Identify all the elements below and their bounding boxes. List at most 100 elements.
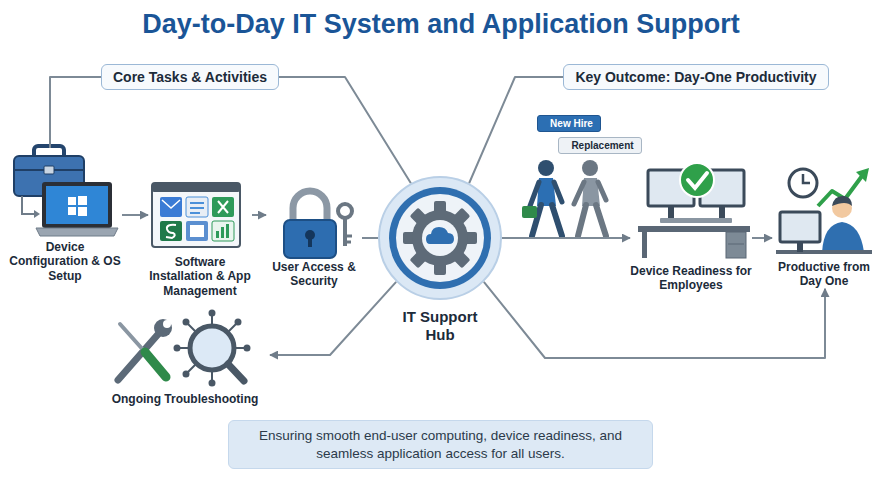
productive-worker-icon-part <box>797 242 803 252</box>
connector-line <box>50 77 101 148</box>
workstation-icon-part <box>680 163 714 197</box>
lock-icon-part <box>345 241 351 244</box>
connector-line <box>502 237 630 239</box>
connector-line <box>122 214 148 216</box>
role-tag: Replacement <box>558 137 641 154</box>
laptop-icon-part <box>68 207 76 215</box>
laptop-icon-part <box>68 197 76 205</box>
workstation-icon-part <box>642 232 647 258</box>
workstation-icon-part <box>638 226 750 232</box>
connector-line <box>252 214 266 216</box>
employee-figures-part <box>582 160 598 176</box>
app-window-icon-part <box>166 225 176 238</box>
app-window-icon-part <box>160 197 182 217</box>
employee-figures-part <box>538 160 554 176</box>
app-window-icon-part <box>226 224 229 238</box>
app-window-icon-part <box>212 197 234 217</box>
laptop-icon-part <box>42 182 112 228</box>
node-label: Software Installation & App Management <box>148 255 252 298</box>
app-window-icon <box>152 183 240 247</box>
toolbox-icon-part <box>44 166 54 174</box>
hub-circle: IT Support Hub <box>378 176 502 300</box>
troubleshooting-icon-part <box>145 352 166 377</box>
connector-line <box>752 237 772 239</box>
troubleshooting-icon-part <box>175 311 250 386</box>
lock-icon <box>284 191 352 258</box>
app-window-icon-part <box>160 221 182 241</box>
connector-line <box>484 282 825 358</box>
troubleshooting-icon-part-part <box>245 346 250 351</box>
gear-body <box>422 220 458 256</box>
hub-ring <box>396 194 484 282</box>
productive-worker-icon-part <box>780 212 820 242</box>
task-step: Device Configuration & OS Setup <box>8 148 122 283</box>
app-window-icon-part <box>186 197 208 217</box>
productive-worker-icon-part <box>832 196 852 206</box>
troubleshooting-icon-part-part <box>184 372 189 377</box>
task-step: User Access & Security <box>266 190 362 289</box>
troubleshooting-icon-part <box>163 320 171 328</box>
connector-line <box>270 282 396 355</box>
toolbox-icon-part <box>34 210 40 218</box>
node-label: Replacement <box>571 140 633 151</box>
app-window-icon-part <box>190 207 204 209</box>
troubleshooting-icon-part-part <box>210 381 215 386</box>
workstation-icon-part <box>719 206 725 218</box>
connector-line <box>279 77 411 183</box>
app-window-icon-part <box>162 200 180 208</box>
lock-icon-part <box>338 204 352 218</box>
workstation-icon-part <box>668 206 674 218</box>
productive-worker-icon-part <box>776 250 872 254</box>
app-window-icon-part <box>221 227 224 238</box>
laptop-icon-part <box>78 196 87 205</box>
task-step: Ongoing Troubleshooting <box>100 312 270 406</box>
section-label: Core Tasks & Activities <box>101 64 279 90</box>
outcome-step: Productive from Day One <box>772 160 876 289</box>
productive-worker-icon <box>776 168 872 252</box>
outcome-step: Device Readiness for Employees <box>630 158 752 293</box>
hub-outline <box>378 176 502 300</box>
node-label: Productive from Day One <box>772 260 876 289</box>
productive-worker-icon-part <box>856 168 869 182</box>
lock-icon-part <box>345 235 352 238</box>
workstation-icon <box>638 163 750 258</box>
app-window-icon-part <box>190 212 200 214</box>
section-label: Key Outcome: Day-One Productivity <box>563 64 828 90</box>
node-label: Device Configuration & OS Setup <box>8 240 122 283</box>
hub-ring <box>389 187 491 289</box>
troubleshooting-icon-part-part <box>175 346 180 351</box>
task-step: Software Installation & App Management <box>148 183 252 298</box>
diagram-title: Day-to-Day IT System and Application Sup… <box>0 9 882 40</box>
troubleshooting-icon-part-part <box>236 320 241 325</box>
troubleshooting-icon-part-part <box>184 320 189 325</box>
cloud-symbol <box>426 227 454 244</box>
app-window-icon-part <box>216 231 219 238</box>
employee-figures <box>522 160 606 236</box>
laptop-icon-part <box>46 186 108 224</box>
node-label: Key Outcome: Day-One Productivity <box>575 69 816 85</box>
lock-icon-part <box>293 191 327 222</box>
role-tag: New Hire <box>537 115 601 132</box>
workstation-icon-part <box>728 244 744 245</box>
productive-worker-icon-part <box>789 169 817 197</box>
troubleshooting-icon <box>118 311 250 386</box>
app-window-icon-part <box>186 221 208 241</box>
laptop-icon <box>36 182 118 236</box>
app-window-icon-part <box>212 221 234 241</box>
employee-figures-part <box>574 182 606 204</box>
troubleshooting-icon-part <box>154 319 172 337</box>
laptop-icon-part <box>78 207 87 216</box>
hub-ring <box>379 177 501 299</box>
node-label: User Access & Security <box>266 260 362 289</box>
troubleshooting-icon-part <box>120 324 145 352</box>
node-label: Core Tasks & Activities <box>113 69 267 85</box>
node-label: Device Readiness for Employees <box>630 264 752 293</box>
workstation-icon-part <box>688 173 707 188</box>
laptop-icon-part <box>36 228 118 236</box>
gear-body <box>412 210 468 266</box>
app-window-icon-part <box>218 201 228 213</box>
app-window-icon-part <box>190 225 204 237</box>
workstation-icon-part <box>660 218 732 223</box>
toolbox-icon-part <box>22 196 34 214</box>
